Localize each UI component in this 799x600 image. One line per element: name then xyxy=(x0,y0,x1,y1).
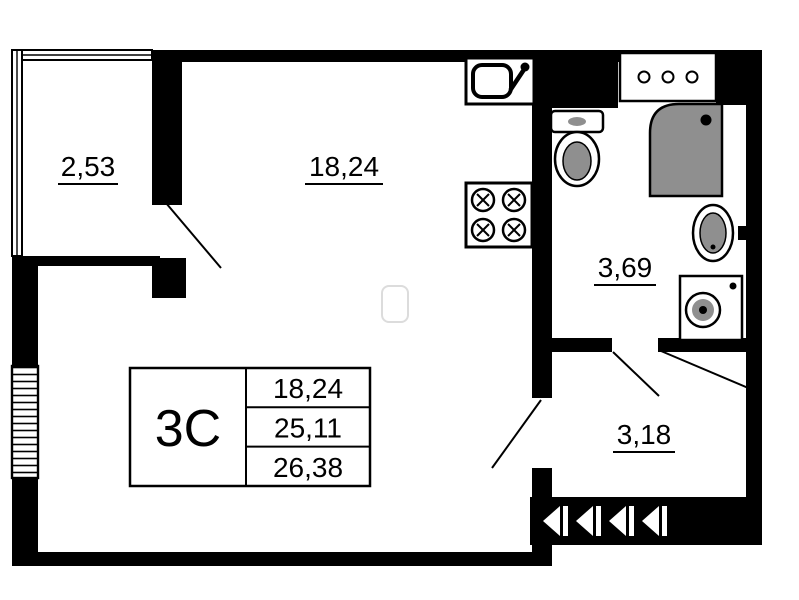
wash-basin-icon xyxy=(691,203,746,263)
wall-segment xyxy=(532,338,612,352)
balcony-area-label: 2,53 xyxy=(61,151,116,182)
bathroom-area-label: 3,69 xyxy=(598,252,653,283)
corner-shower-icon xyxy=(648,102,724,198)
wall-segment xyxy=(746,50,762,545)
wall-segment xyxy=(552,50,618,108)
balcony-door-leaf xyxy=(165,202,222,269)
kitchen-sink-icon xyxy=(464,56,536,106)
walls xyxy=(12,50,762,566)
door-swings xyxy=(165,202,754,469)
stamp-value-row: 18,24 xyxy=(273,373,343,404)
apartment-type-label: 3С xyxy=(155,400,221,458)
wall-segment xyxy=(12,478,38,566)
stamp-value-row: 25,11 xyxy=(274,413,342,444)
wall-segment xyxy=(12,256,160,266)
stamp-table: 3С 18,24 25,11 26,38 xyxy=(128,366,372,488)
wall-segment xyxy=(12,552,552,566)
room-door-leaf xyxy=(491,399,542,469)
stamp-value-row: 26,38 xyxy=(273,452,343,483)
living-window xyxy=(10,364,40,480)
column-marker xyxy=(381,285,409,323)
toilet-icon xyxy=(549,109,605,188)
wall-segment xyxy=(716,50,762,105)
stove-icon xyxy=(464,181,534,249)
wall-segment xyxy=(532,50,552,398)
washing-machine-icon xyxy=(678,274,744,342)
wall-segment xyxy=(658,338,762,352)
wall-segment xyxy=(152,50,182,205)
glazing xyxy=(10,49,153,480)
hallway-area-label: 3,18 xyxy=(617,419,672,450)
entrance-arrows-icon xyxy=(543,506,667,536)
vent-shaft-icon xyxy=(618,51,718,103)
living-area-label: 18,24 xyxy=(309,151,379,182)
bathroom-door-leaf xyxy=(612,351,660,397)
room-labels: 2,53 18,24 3,69 3,18 xyxy=(58,151,675,453)
wall-segment xyxy=(12,256,38,366)
entrance-door-leaf xyxy=(660,350,754,391)
